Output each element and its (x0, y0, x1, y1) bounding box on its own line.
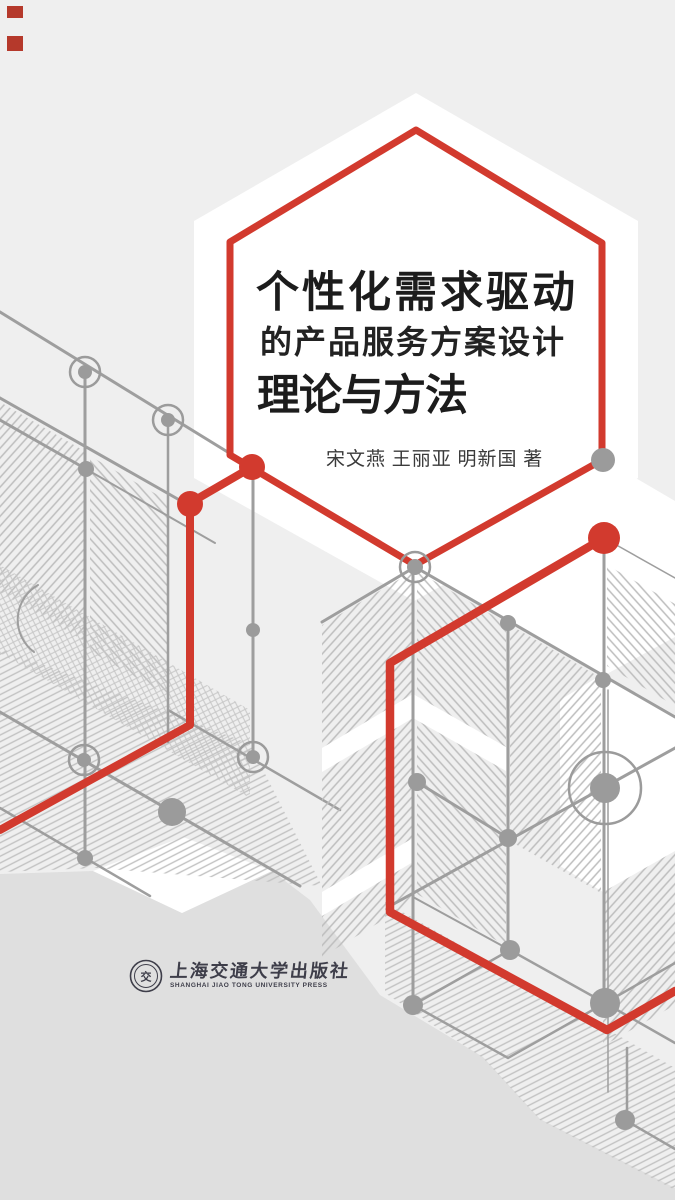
red-path-right (385, 533, 675, 1035)
red-path-left (0, 463, 256, 834)
title-line-1: 个性化需求驱动 (256, 269, 578, 317)
floor-band (0, 871, 675, 1200)
publisher-block: 交 上海交通大学出版社 SHANGHAI JIAO TONG UNIVERSIT… (128, 958, 352, 994)
white-hexagon (194, 93, 638, 601)
title-line-2: 的产品服务方案设计 (260, 324, 567, 360)
publisher-name-en: SHANGHAI JIAO TONG UNIVERSITY PRESS (170, 982, 328, 990)
press-seal-icon: 交 (129, 959, 163, 993)
left-structure (0, 310, 342, 898)
authors-line: 宋文燕 王丽亚 明新国 著 (326, 449, 544, 470)
publisher-name-cn: 上海交通大学出版社 (168, 961, 352, 982)
corner-marks (7, 6, 23, 51)
svg-text:交: 交 (141, 970, 152, 984)
title-line-3: 理论与方法 (257, 373, 468, 420)
structure-nodes (177, 448, 643, 1130)
